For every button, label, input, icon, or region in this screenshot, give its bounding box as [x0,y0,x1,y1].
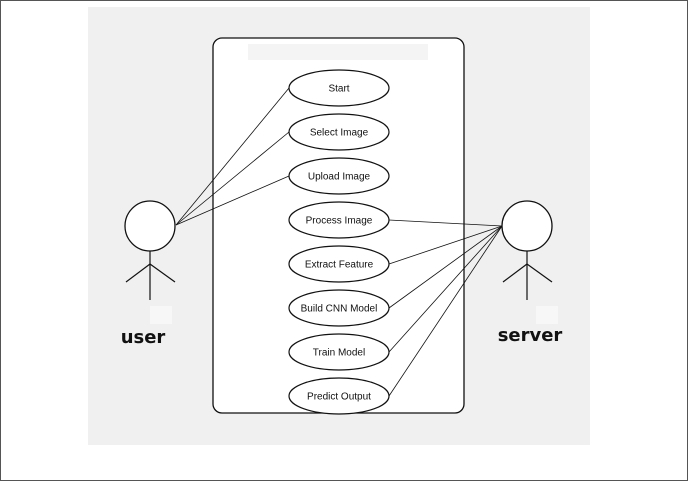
use-case-start: Start [288,69,390,107]
association-line [388,225,503,353]
use-case-label: Extract Feature [305,260,374,271]
association-line [388,225,503,397]
actor-arms [526,263,553,283]
actor-head [501,200,553,252]
actor-head [124,200,176,252]
association-lines [175,87,503,397]
use-case-label: Upload Image [308,172,371,183]
use-case-label: Build CNN Model [301,304,378,315]
association-line [388,219,503,227]
use-case-build-cnn-model: Build CNN Model [288,289,390,327]
use-case-upload-image: Upload Image [288,157,390,195]
use-case-predict-output: Predict Output [288,377,390,415]
actor-arms [149,263,176,283]
use-case-process-image: Process Image [288,201,390,239]
actor-user-label: user [121,327,166,348]
use-case-label: Start [328,84,349,95]
actor-server-label: server [498,325,563,346]
use-case-label: Predict Output [307,392,371,403]
use-case-label: Select Image [310,128,369,139]
actor-user: user [121,200,176,348]
association-line [388,225,503,309]
actor-server: server [498,200,563,346]
use-case-label: Train Model [313,348,365,359]
association-line [175,175,290,226]
use-case-extract-feature: Extract Feature [288,245,390,283]
system-title-area [248,44,428,60]
actor-arms [502,263,528,283]
use-case-train-model: Train Model [288,333,390,371]
use-case-select-image: Select Image [288,113,390,151]
association-line [175,131,290,226]
use-case-label: Process Image [306,216,373,227]
association-line [388,225,503,265]
actor-arms [125,263,151,283]
association-line [175,87,290,226]
